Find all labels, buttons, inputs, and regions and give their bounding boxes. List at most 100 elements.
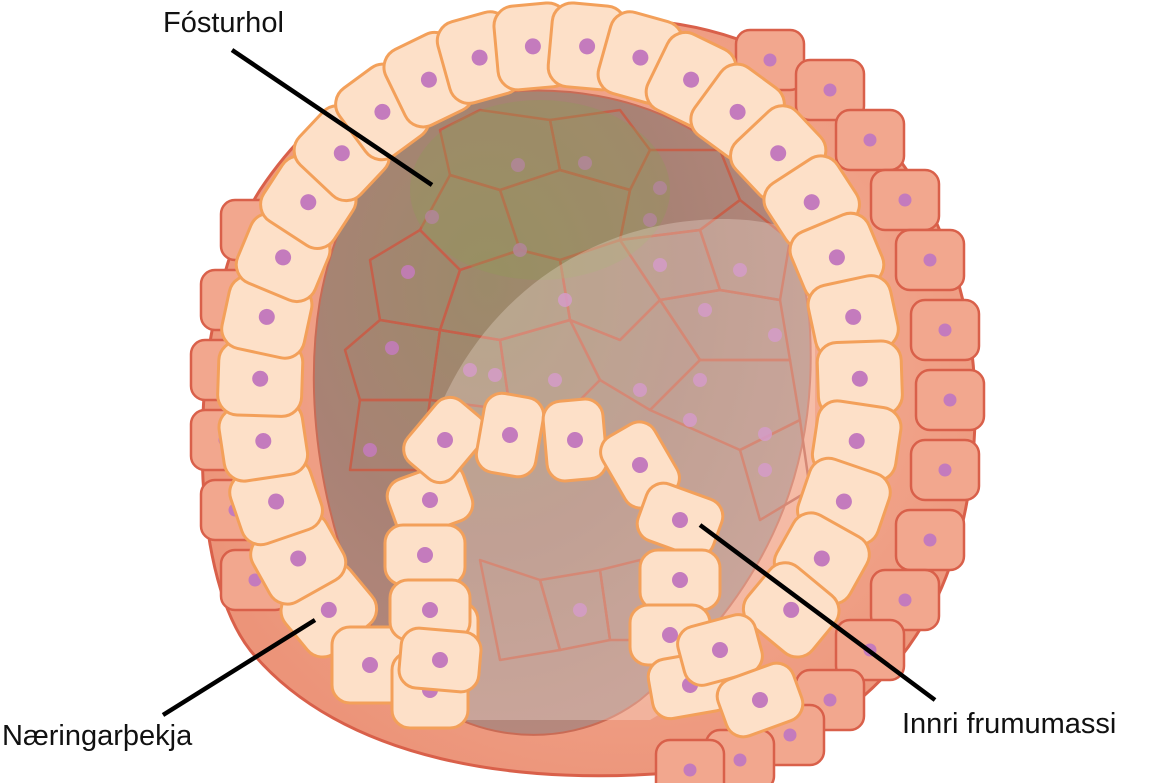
ring-nucleus-16 <box>729 103 746 120</box>
icm-cell-6 <box>638 548 722 612</box>
back-nucleus-10 <box>463 363 477 377</box>
ring-nucleus-20 <box>845 308 862 325</box>
leader-trophoblast <box>161 618 317 717</box>
back-nucleus-20 <box>683 413 697 427</box>
icm-cell-0 <box>385 461 475 539</box>
outer-nucleus-11 <box>823 693 837 707</box>
back-nucleus-7 <box>653 258 667 272</box>
icm-nucleus-0 <box>422 492 438 508</box>
back-cell-16 <box>648 358 802 452</box>
label-blastocoel: Fósturhol <box>163 7 284 39</box>
icm-cell-11 <box>397 626 483 694</box>
icm-cell-3 <box>541 397 609 483</box>
ring-nucleus-4 <box>252 370 269 387</box>
back-nucleus-17 <box>573 603 587 617</box>
icm-cell-13 <box>715 661 805 739</box>
back-nucleus-21 <box>698 303 712 317</box>
ring-nucleus-21 <box>851 370 868 387</box>
outer-nucleus-13 <box>733 753 747 767</box>
back-nucleus-16 <box>758 427 772 441</box>
leader-blastocoel <box>230 48 434 187</box>
ring-nucleus-12 <box>524 38 541 55</box>
back-cell-14 <box>658 288 792 362</box>
ring-nucleus-15 <box>683 71 700 88</box>
leader-icm <box>698 523 937 702</box>
ring-nucleus-6 <box>275 249 292 266</box>
icm-nucleus-6 <box>672 572 688 588</box>
icm-nucleus-10 <box>422 602 438 618</box>
icm-cell-9 <box>383 523 467 587</box>
back-nucleus-6 <box>558 293 572 307</box>
back-nucleus-22 <box>643 213 657 227</box>
icm-nucleus-11 <box>432 652 448 668</box>
ring-nucleus-25 <box>783 601 800 618</box>
outer-nucleus-7 <box>938 463 952 477</box>
ring-bottom-nucleus-0 <box>362 657 378 673</box>
back-nucleus-13 <box>768 328 782 342</box>
outer-nucleus-4 <box>923 253 937 267</box>
back-nucleus-12 <box>693 373 707 387</box>
outer-nucleus-1 <box>823 83 837 97</box>
ring-cell-21 <box>815 339 904 418</box>
back-nucleus-14 <box>363 443 377 457</box>
outer-nucleus-3 <box>898 193 912 207</box>
back-nucleus-3 <box>513 243 527 257</box>
ring-nucleus-18 <box>803 194 820 211</box>
icm-nucleus-5 <box>672 512 688 528</box>
back-nucleus-15 <box>758 463 772 477</box>
ring-nucleus-11 <box>471 49 488 66</box>
back-nucleus-4 <box>653 181 667 195</box>
ring-nucleus-3 <box>255 433 272 449</box>
ring-nucleus-0 <box>320 601 337 618</box>
back-nucleus-19 <box>633 383 647 397</box>
cavity-tint <box>410 100 670 280</box>
ring-nucleus-8 <box>333 145 350 162</box>
outer-nucleus-5 <box>938 323 952 337</box>
back-nucleus-0 <box>511 158 525 172</box>
outer-cell-14 <box>654 738 726 783</box>
back-nucleus-1 <box>578 156 592 170</box>
back-cell-9 <box>698 198 792 302</box>
ring-cell-25 <box>741 561 841 659</box>
icm-cell-1 <box>402 395 488 485</box>
ring-nucleus-23 <box>835 493 852 510</box>
ring-nucleus-9 <box>374 103 391 120</box>
icm-cell-10 <box>388 578 472 642</box>
back-cell-20 <box>478 558 562 662</box>
ring-cell-3 <box>217 399 310 483</box>
ring-nucleus-5 <box>258 308 275 325</box>
inner-cell-mass-cells <box>383 391 805 739</box>
ring-nucleus-10 <box>420 71 437 88</box>
icm-nucleus-7 <box>662 627 678 643</box>
outer-nucleus-12 <box>783 728 797 742</box>
icm-cell-5 <box>635 481 725 559</box>
icm-nucleus-9 <box>417 547 433 563</box>
outer-nucleus-0 <box>763 53 777 67</box>
back-nucleus-18 <box>488 368 502 382</box>
icm-nucleus-4 <box>632 457 648 473</box>
outer-nucleus-8 <box>923 533 937 547</box>
ring-nucleus-13 <box>579 38 596 55</box>
outer-nucleus-2 <box>863 133 877 147</box>
outer-nucleus-14 <box>683 763 697 777</box>
ring-nucleus-22 <box>848 433 865 449</box>
trophoblast-cells <box>189 1 986 783</box>
ring-nucleus-24 <box>813 550 830 567</box>
ring-nucleus-1 <box>290 550 307 567</box>
ring-nucleus-17 <box>770 145 787 162</box>
icm-cell-2 <box>474 391 546 479</box>
icm-nucleus-3 <box>567 432 583 448</box>
outer-nucleus-6 <box>943 393 957 407</box>
ring-nucleus-14 <box>632 49 649 66</box>
back-nucleus-11 <box>548 373 562 387</box>
back-nucleus-9 <box>385 341 399 355</box>
ring-nucleus-19 <box>828 249 845 266</box>
ring-nucleus-2 <box>268 493 285 510</box>
back-nucleus-5 <box>401 265 415 279</box>
icm-nucleus-2 <box>502 427 518 443</box>
label-trophoblast: Næringarþekja <box>2 720 193 752</box>
back-nucleus-8 <box>733 263 747 277</box>
outer-nucleus-20 <box>248 573 262 587</box>
icm-nucleus-13 <box>752 692 768 708</box>
